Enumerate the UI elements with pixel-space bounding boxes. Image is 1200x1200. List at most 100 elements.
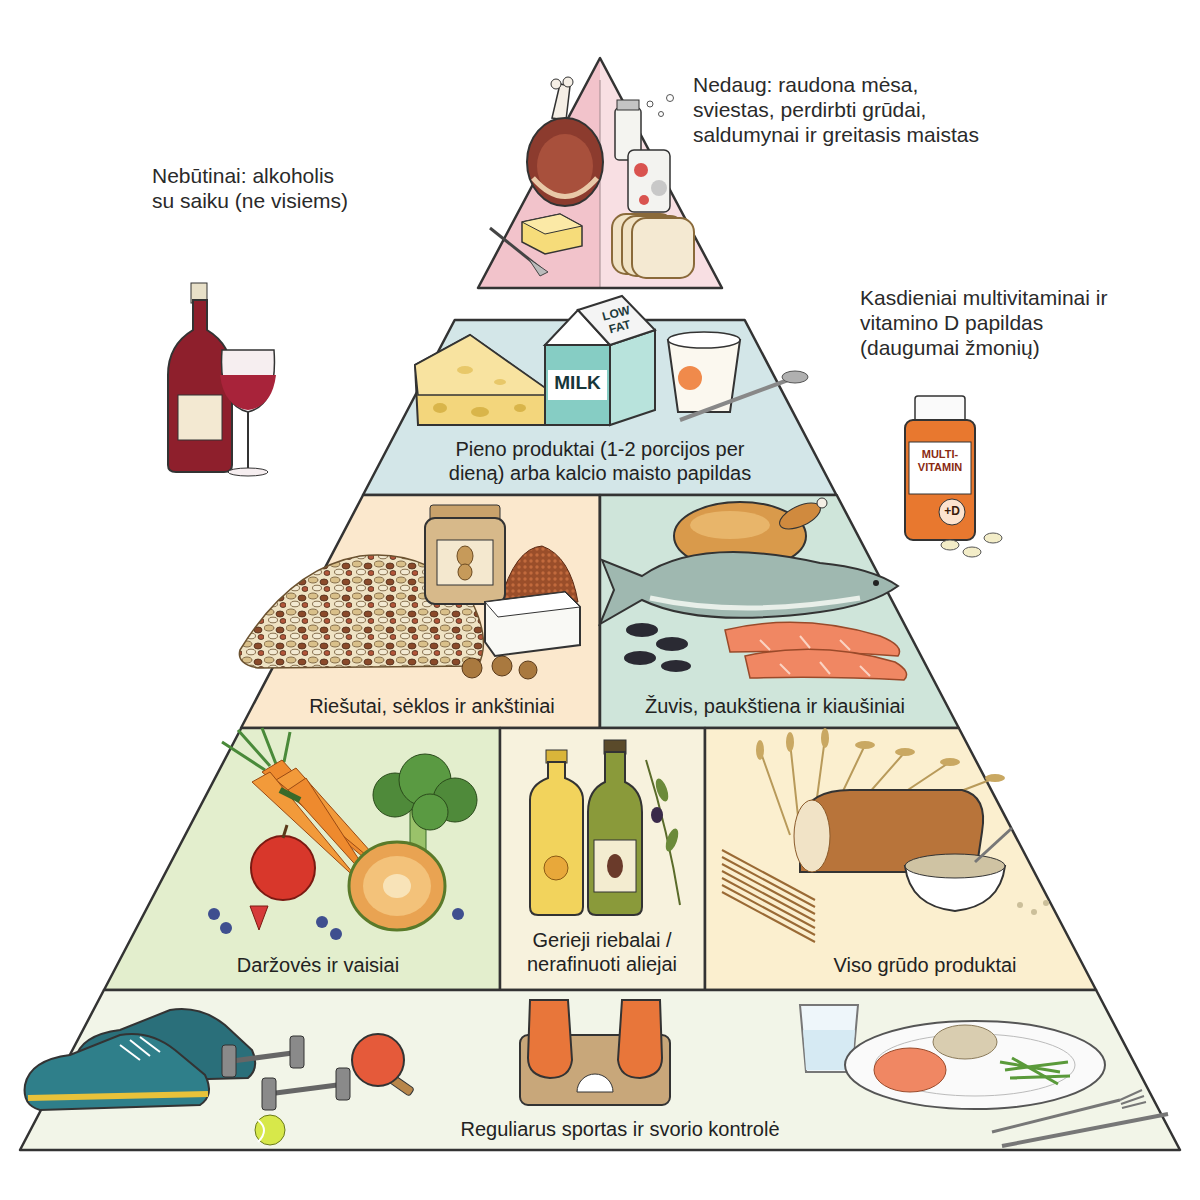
vitamin-bottle: [915, 396, 965, 422]
tier-label: Riešutai, sėklos ir ankštiniai: [272, 694, 592, 718]
dinner-plate: [874, 1048, 946, 1092]
protein-cell-shape: [600, 495, 959, 728]
olive-branch: [651, 807, 663, 823]
tier-label: Pieno produktai (1-2 porcijos per dieną)…: [425, 437, 775, 485]
white-bread: [612, 214, 694, 278]
package-text: MILK: [548, 372, 607, 395]
salt-shaker: [659, 112, 664, 117]
peanut-jar: [457, 546, 473, 566]
butter-picture: [528, 258, 548, 276]
nuts-cell-outline: [241, 495, 600, 728]
activity-base-outline: [20, 990, 1180, 1150]
tier-label: Reguliarus sportas ir svorio kontrolė: [350, 1117, 890, 1141]
mussels: [624, 651, 656, 665]
berries: [452, 908, 464, 920]
dairy-tier: Pieno produktai (1-2 porcijos per dieną)…: [363, 320, 836, 495]
olive-oil-bottle: [594, 840, 636, 892]
tier-label: Gerieji riebalai / nerafinuoti aliejai: [506, 928, 698, 976]
soda-can: [628, 150, 670, 212]
wine-bottle: [178, 395, 222, 440]
grains-cell: Viso grūdo produktai: [705, 728, 1096, 990]
apple: [251, 836, 315, 900]
vitamin-bottle: [905, 396, 1002, 557]
produce-cell: Daržovės ir vaisiai: [104, 728, 500, 990]
broccoli: [412, 794, 448, 830]
bathroom-scale: [618, 1000, 662, 1078]
milk-carton: [548, 370, 607, 400]
mussels: [626, 623, 658, 637]
yogurt-cup: [782, 371, 808, 383]
sneakers: [120, 1037, 160, 1060]
tier-label: Viso grūdo produktai: [760, 953, 1090, 977]
soda-can: [651, 180, 667, 196]
ham-picture: [552, 84, 570, 120]
whole-fish: [873, 580, 879, 586]
yogurt-cup: [668, 332, 740, 348]
mussels: [656, 637, 688, 651]
whole-fish: [650, 598, 860, 608]
vitamin-bottle: [984, 533, 1002, 543]
milk-carton: [610, 330, 655, 425]
peanut-jar: [425, 518, 505, 604]
wheat-sheaf: [940, 758, 960, 766]
dumbbells: [290, 1036, 304, 1068]
dinner-plate: [845, 1021, 1105, 1109]
oils-cell-outline: [500, 728, 705, 990]
tier-label: Žuvis, paukštiena ir kiaušiniai: [610, 694, 940, 718]
wheat-sheaf: [985, 774, 1005, 782]
peanut-jar: [437, 540, 493, 585]
wheat-sheaf: [756, 740, 764, 760]
melon: [349, 842, 445, 930]
produce-cell-shape: [104, 728, 500, 990]
wine-glass: [247, 412, 249, 470]
ham-picture: [563, 77, 573, 87]
top-tier: [600, 80, 601, 288]
soda-can: [639, 195, 649, 205]
tier-label: Daržovės ir vaisiai: [148, 953, 488, 977]
note-label: Nedaug: raudona mėsa, sviestas, perdirbt…: [693, 72, 1003, 148]
peanut-jar: [425, 505, 505, 604]
roast-chicken: [817, 498, 827, 508]
cheese-wedge: [514, 404, 526, 412]
produce-cell-outline: [104, 728, 500, 990]
dinner-plate: [845, 1021, 1105, 1109]
note-label: Nebūtinai: alkoholis su saiku (ne visiem…: [152, 163, 352, 213]
berries: [316, 916, 328, 928]
wheat-sheaf: [786, 732, 794, 752]
package-text: MULTI-VITAMIN: [910, 448, 970, 474]
grain-bowl: [905, 854, 1005, 878]
salmon-fillets: [745, 649, 907, 680]
nut-pile: [519, 661, 537, 679]
sunflower-oil-bottle: [544, 856, 568, 880]
wheat-sheaf: [821, 728, 829, 748]
vitamin-bottle: [905, 420, 975, 540]
protein-cell-outline: [600, 495, 959, 728]
top-tier: [478, 58, 722, 288]
grains-cell-shape: [705, 728, 1096, 990]
bathroom-scale: [577, 1074, 613, 1092]
grain-bowl: [1043, 900, 1049, 906]
carrots: [280, 790, 300, 800]
grain-bowl: [1031, 909, 1037, 915]
melon: [363, 856, 431, 916]
activity-base: Reguliarus sportas ir svorio kontrolė: [20, 990, 1180, 1150]
melon: [349, 842, 445, 930]
tennis-ball: [255, 1115, 285, 1145]
ham-picture: [527, 77, 603, 206]
ham-picture: [527, 118, 603, 206]
olive-oil-bottle: [607, 854, 623, 878]
cheese-wedge: [433, 403, 447, 413]
salt-shaker: [647, 101, 653, 107]
wheat-sheaf: [855, 741, 875, 749]
nut-pile: [492, 656, 512, 676]
berries: [330, 928, 342, 940]
wine-glass: [228, 468, 268, 476]
nuts-cell: Riešutai, sėklos ir ankštiniai: [241, 495, 600, 728]
dumbbells: [262, 1078, 276, 1110]
soda-can: [634, 163, 648, 177]
tennis-ball: [255, 1115, 285, 1145]
roast-chicken: [690, 511, 770, 539]
vitamin-bottle: [939, 499, 965, 525]
package-text: +D: [940, 504, 964, 518]
